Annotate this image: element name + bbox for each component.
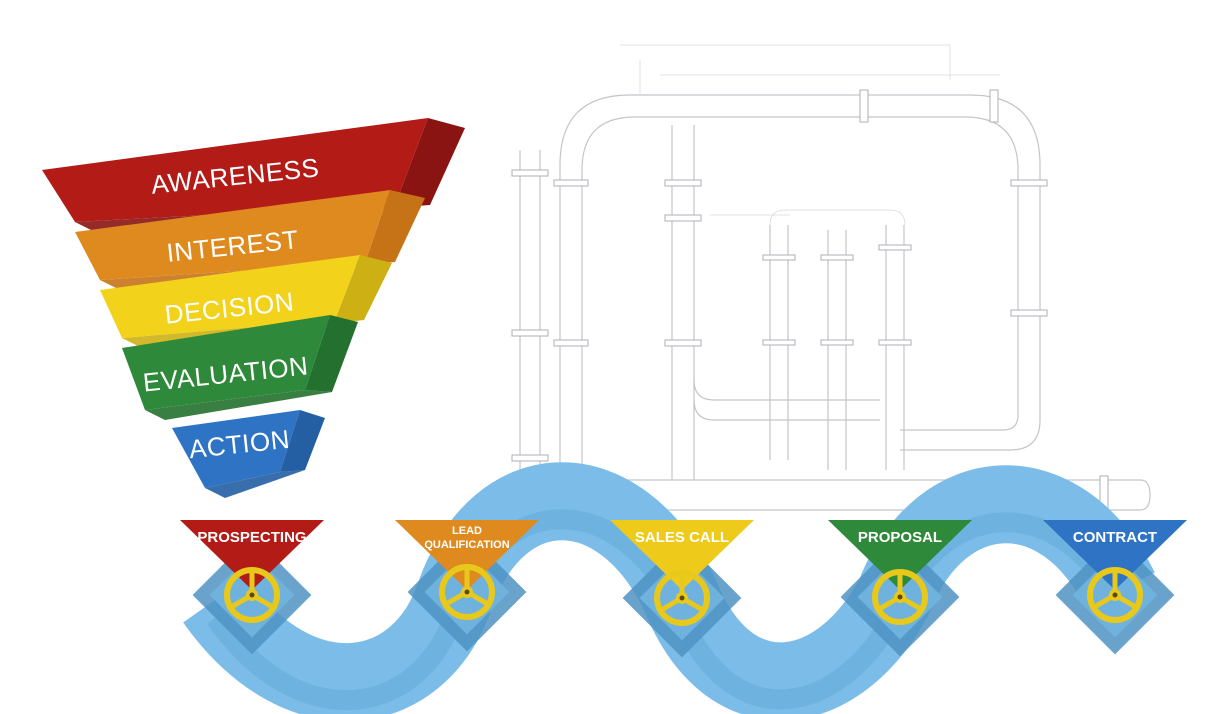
funnel-layer-face bbox=[42, 118, 428, 222]
stage-sales-call: SALES CALL bbox=[610, 520, 754, 658]
valve-wheel-icon bbox=[439, 564, 495, 620]
funnel-layer-side bbox=[335, 255, 392, 320]
stage-label: SALES CALL bbox=[635, 529, 729, 546]
valve-wheel-icon bbox=[654, 570, 710, 626]
funnel-layer-side bbox=[305, 315, 358, 392]
stage-label-triangle bbox=[180, 520, 324, 590]
sales-funnel: AWARENESSINTERESTDECISIONEVALUATIONACTIO… bbox=[42, 118, 465, 498]
funnel-layer-face bbox=[75, 190, 390, 280]
stage-label-line2: QUALIFICATION bbox=[424, 539, 509, 551]
stage-label-triangle bbox=[828, 520, 972, 590]
funnel-layer-face bbox=[100, 255, 360, 338]
stage-proposal: PROPOSAL bbox=[828, 520, 972, 657]
stage-label: PROSPECTING bbox=[197, 529, 306, 546]
funnel-layer-evaluation: EVALUATION bbox=[122, 315, 358, 420]
stage-label-line1: LEAD bbox=[452, 525, 482, 537]
funnel-layer-side bbox=[395, 118, 465, 205]
valve-wheel-icon bbox=[224, 567, 280, 623]
funnel-layer-face bbox=[172, 410, 300, 488]
stage-label: CONTRACT bbox=[1073, 529, 1157, 546]
background-pipe-sketch bbox=[511, 44, 1151, 515]
valve-wheel-icon bbox=[1087, 567, 1143, 623]
funnel-layer-lip bbox=[145, 390, 332, 420]
funnel-layer-lip bbox=[205, 470, 305, 498]
stage-contract: CONTRACT bbox=[1043, 520, 1187, 655]
stage-lead-qualification: LEAD QUALIFICATION bbox=[395, 520, 539, 652]
stage-label-triangle bbox=[1043, 520, 1187, 590]
valve-wheel-icon bbox=[872, 569, 928, 625]
stage-label-triangle bbox=[395, 520, 539, 590]
stage-label: PROPOSAL bbox=[858, 529, 942, 546]
funnel-layer-side bbox=[365, 190, 425, 263]
funnel-layer-action: ACTION bbox=[172, 410, 325, 498]
funnel-layer-side bbox=[280, 410, 325, 472]
stage-prospecting: PROSPECTING bbox=[180, 520, 324, 655]
funnel-layer-face bbox=[122, 315, 330, 410]
pipeline-stages: PROSPECTING LEAD QUALIFICATION SALES CALL PR… bbox=[180, 520, 1187, 658]
stage-label-triangle bbox=[610, 520, 754, 590]
